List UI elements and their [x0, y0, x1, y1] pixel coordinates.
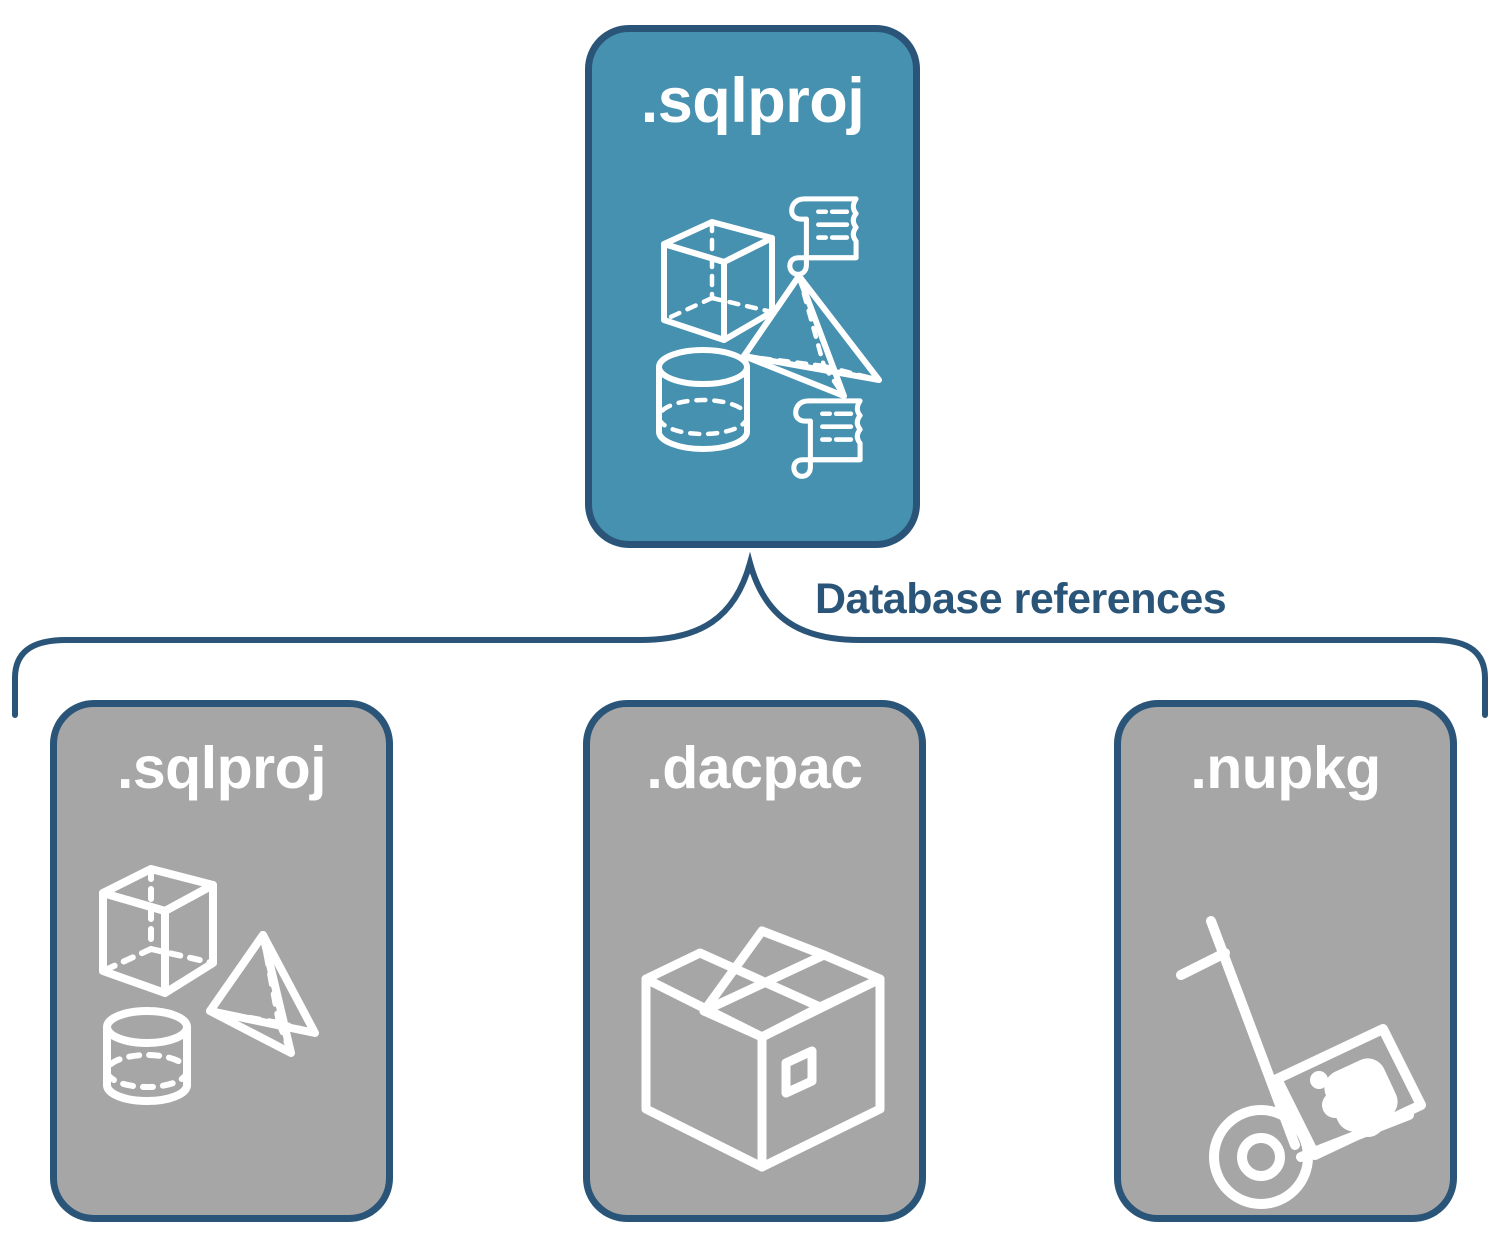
target-card-nupkg-title: .nupkg: [1190, 735, 1381, 801]
target-card-sqlproj-title: .sqlproj: [116, 735, 327, 801]
cube-icon: [99, 865, 217, 997]
source-card-icon-group: [592, 180, 927, 479]
connector-label: Database references: [815, 575, 1227, 623]
pyramid-icon: [741, 273, 882, 399]
target-card-dacpac-icon-group: [590, 837, 933, 1197]
package-box-icon: [641, 926, 885, 1172]
target-card-dacpac-title: .dacpac: [646, 735, 863, 801]
target-card-nupkg[interactable]: .nupkg: [1114, 700, 1457, 1222]
target-card-nupkg-icon-group: [1121, 837, 1464, 1209]
cylinder-icon: [656, 347, 750, 452]
source-card-sqlproj[interactable]: .sqlproj: [585, 25, 920, 548]
target-card-sqlproj[interactable]: .sqlproj: [50, 700, 393, 1222]
pyramid-icon: [206, 931, 319, 1057]
source-card-title: .sqlproj: [640, 66, 865, 136]
cylinder-icon: [103, 1007, 191, 1105]
target-card-sqlproj-icon-group: [57, 837, 400, 1197]
scroll-icon: [787, 196, 859, 277]
connector-bracket: [0, 548, 1500, 728]
scroll-icon: [791, 398, 863, 479]
target-card-dacpac[interactable]: .dacpac: [583, 700, 926, 1222]
bracket-path: [12, 551, 1488, 718]
cube-icon: [661, 219, 775, 343]
hand-truck-icon: [1176, 916, 1426, 1209]
